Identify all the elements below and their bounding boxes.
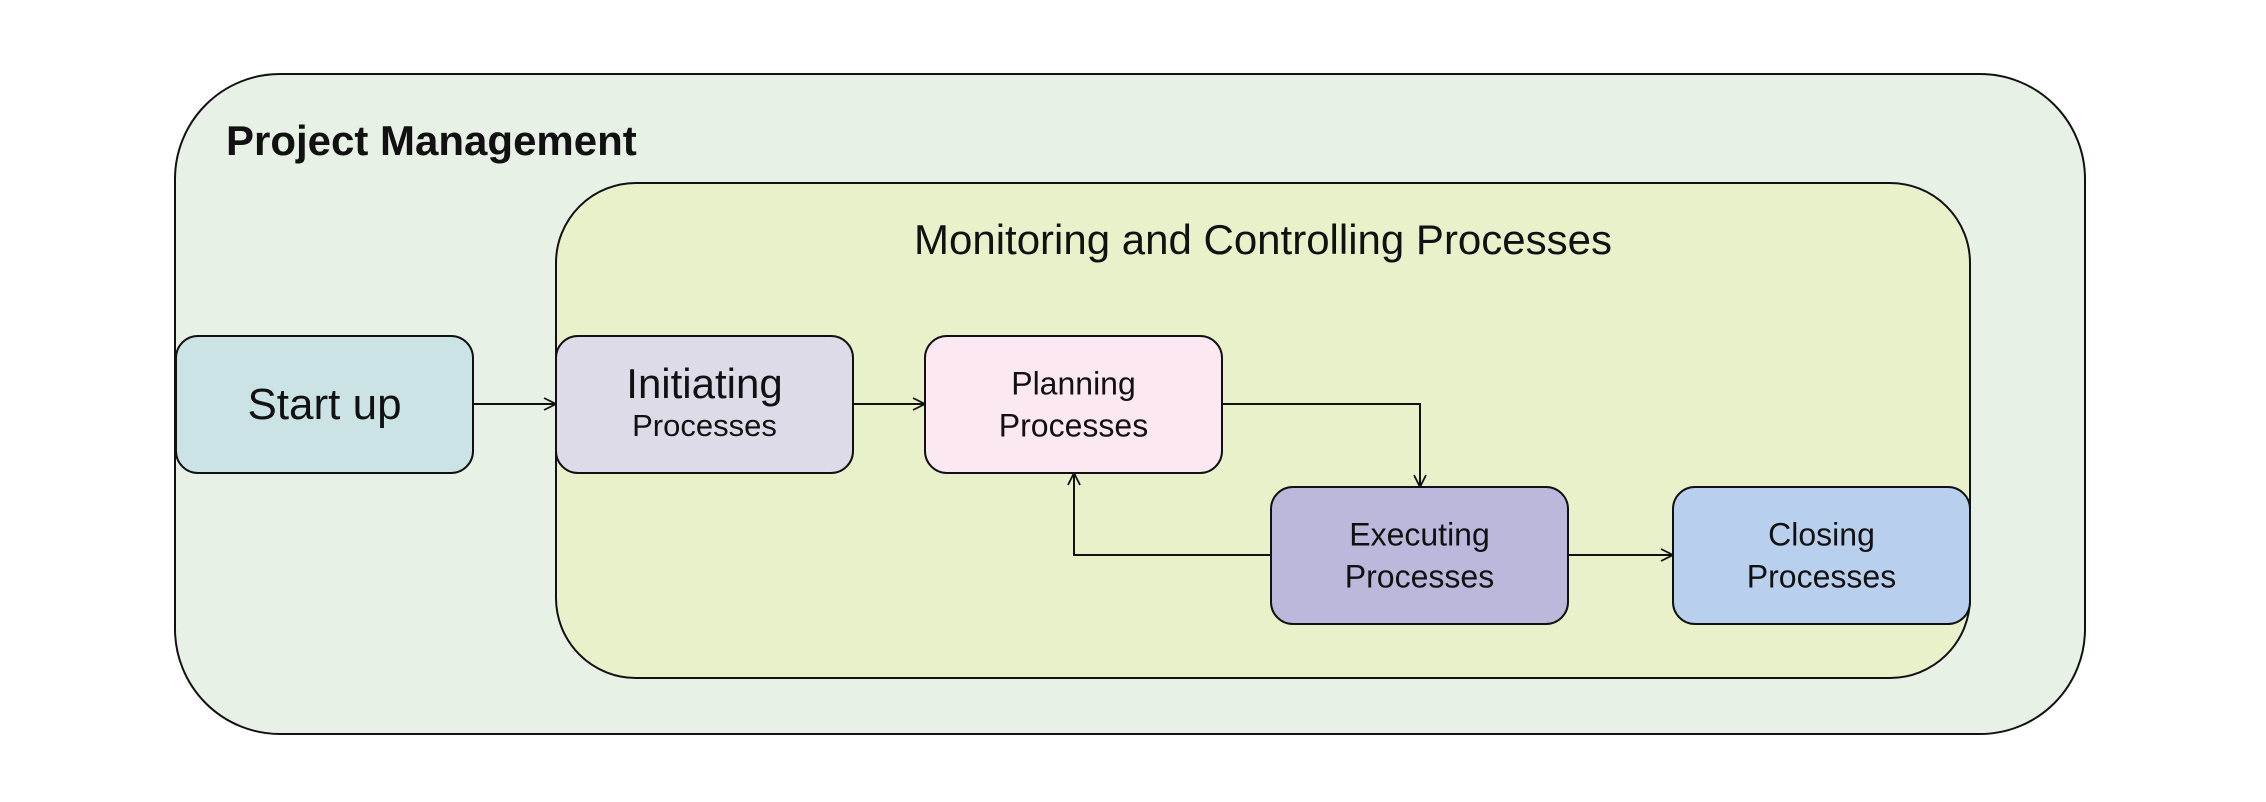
node-planning-box	[924, 335, 1223, 474]
node-startup-label-line-1: Start up	[247, 380, 401, 429]
node-executing-box	[1270, 486, 1569, 625]
node-closing-box	[1672, 486, 1971, 625]
node-initiating-label-line-1: Initiating	[626, 360, 782, 407]
node-planning-label-line-2: Processes	[999, 408, 1148, 444]
arrow-executing-to-planning	[1074, 473, 1271, 556]
arrow-planning-to-executing	[1222, 403, 1420, 487]
node-closing-label-line-1: Closing	[1768, 517, 1875, 553]
node-initiating-box	[555, 335, 854, 474]
connectors	[473, 404, 1673, 555]
node-executing-label-line-2: Processes	[1345, 559, 1494, 595]
node-closing-label-line-2: Processes	[1747, 559, 1896, 595]
node-initiating-label-line-2: Processes	[632, 408, 777, 443]
node-planning-label-line-1: Planning	[1011, 366, 1136, 402]
monitoring-controlling-title: Monitoring and Controlling Processes	[914, 216, 1612, 263]
node-executing-label-line-1: Executing	[1349, 517, 1490, 553]
node-startup: Start up	[175, 335, 474, 474]
node-startup-box	[175, 335, 474, 474]
project-management-title: Project Management	[226, 117, 637, 164]
